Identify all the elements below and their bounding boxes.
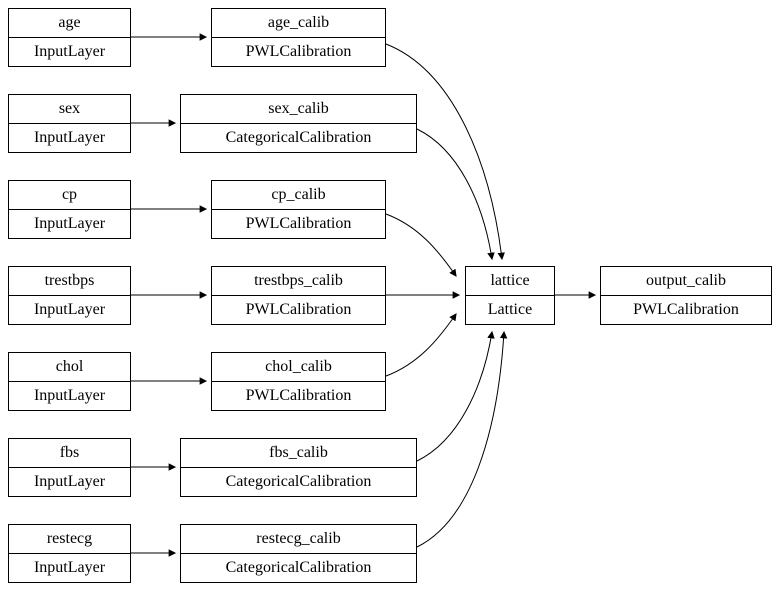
node-cp_calib: cp_calib PWLCalibration xyxy=(211,180,386,239)
node-lattice-type: Lattice xyxy=(487,301,533,318)
node-fbs_calib-type: CategoricalCalibration xyxy=(225,473,372,490)
node-chol-type: InputLayer xyxy=(33,387,106,404)
node-age: age InputLayer xyxy=(8,8,131,67)
node-chol-title: chol xyxy=(9,353,130,382)
node-chol_calib-title: chol_calib xyxy=(212,353,385,382)
node-lattice-title: lattice xyxy=(466,267,554,296)
node-age_calib-type: PWLCalibration xyxy=(245,43,352,60)
node-sex-title: sex xyxy=(9,95,130,124)
node-sex_calib-title: sex_calib xyxy=(181,95,416,124)
node-output_calib-type: PWLCalibration xyxy=(633,301,739,318)
node-age-type: InputLayer xyxy=(33,43,106,60)
node-cp_calib-type: PWLCalibration xyxy=(245,215,352,232)
edge-restecg_calib-to-lattice xyxy=(416,330,508,548)
node-sex-type: InputLayer xyxy=(33,129,106,146)
edge-chol_calib-to-lattice xyxy=(385,313,457,377)
node-trestbps_calib: trestbps_calib PWLCalibration xyxy=(211,266,386,325)
node-cp: cp InputLayer xyxy=(8,180,131,239)
node-cp_calib-title: cp_calib xyxy=(212,181,385,210)
node-trestbps: trestbps InputLayer xyxy=(8,266,131,325)
node-sex: sex InputLayer xyxy=(8,94,131,153)
node-fbs-type: InputLayer xyxy=(33,473,106,490)
node-chol: chol InputLayer xyxy=(8,352,131,411)
node-sex_calib: sex_calib CategoricalCalibration xyxy=(180,94,417,153)
node-age-title: age xyxy=(9,9,130,38)
node-trestbps-title: trestbps xyxy=(9,267,130,296)
node-fbs_calib-title: fbs_calib xyxy=(181,439,416,468)
node-sex_calib-type: CategoricalCalibration xyxy=(225,129,372,146)
node-output_calib-title: output_calib xyxy=(601,267,771,296)
node-chol_calib: chol_calib PWLCalibration xyxy=(211,352,386,411)
node-cp-title: cp xyxy=(9,181,130,210)
node-restecg_calib-title: restecg_calib xyxy=(181,525,416,554)
node-fbs_calib: fbs_calib CategoricalCalibration xyxy=(180,438,417,497)
node-restecg_calib-type: CategoricalCalibration xyxy=(225,559,372,576)
node-trestbps_calib-type: PWLCalibration xyxy=(245,301,352,318)
node-cp-type: InputLayer xyxy=(33,215,106,232)
node-chol_calib-type: PWLCalibration xyxy=(245,387,352,404)
node-lattice: lattice Lattice xyxy=(465,266,555,325)
node-restecg-title: restecg xyxy=(9,525,130,554)
edge-cp_calib-to-lattice xyxy=(385,213,457,277)
edge-sex_calib-to-lattice xyxy=(416,128,495,261)
node-trestbps_calib-title: trestbps_calib xyxy=(212,267,385,296)
node-trestbps-type: InputLayer xyxy=(33,301,106,318)
node-restecg_calib: restecg_calib CategoricalCalibration xyxy=(180,524,417,583)
node-output_calib: output_calib PWLCalibration xyxy=(600,266,772,325)
node-fbs: fbs InputLayer xyxy=(8,438,131,497)
edge-fbs_calib-to-lattice xyxy=(416,330,495,462)
node-age_calib-title: age_calib xyxy=(212,9,385,38)
node-restecg: restecg InputLayer xyxy=(8,524,131,583)
node-restecg-type: InputLayer xyxy=(33,559,106,576)
node-fbs-title: fbs xyxy=(9,439,130,468)
node-age_calib: age_calib PWLCalibration xyxy=(211,8,386,67)
